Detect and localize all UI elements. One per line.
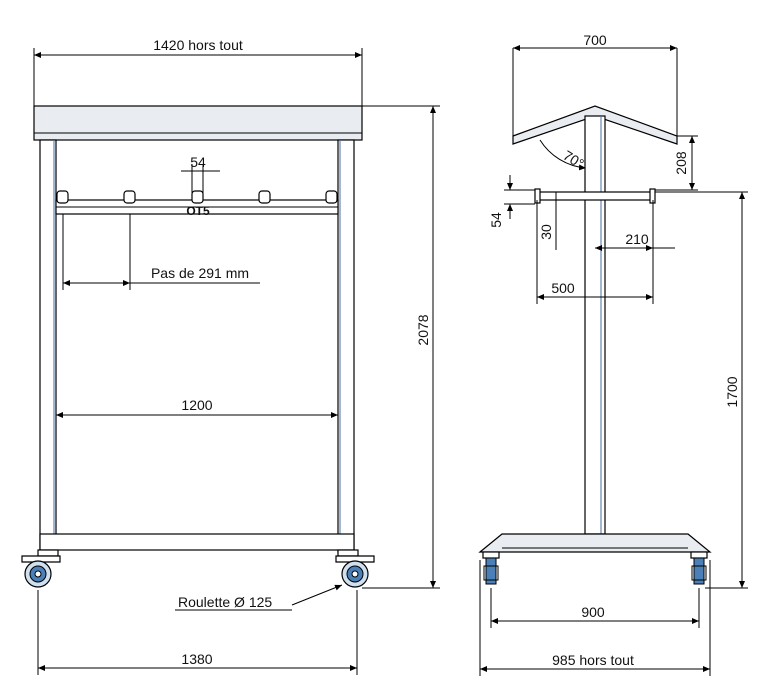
bar-thick-label: 30: [538, 224, 554, 240]
caster-word: Roulette: [178, 594, 230, 610]
pitch-label: Pas de 291 mm: [151, 265, 249, 281]
sloped-desk: [512, 105, 678, 145]
top-width-label: 700: [583, 32, 607, 48]
center-post: [584, 115, 606, 535]
caster-leader: [291, 584, 343, 606]
right-caster: [335, 549, 375, 588]
bottom-crossbar: [39, 533, 355, 551]
base-width-label: 900: [581, 604, 605, 620]
rise-label: 208: [673, 151, 689, 175]
side-bar: [536, 191, 654, 201]
hook: [191, 190, 204, 204]
front-view: 1420 hors tout 54 OT5 Pas de 291 mm: [21, 37, 440, 675]
caster-label: Roulette Ø 125: [178, 594, 272, 610]
base: [478, 533, 712, 553]
ref-label: OT5: [186, 204, 210, 218]
caster-diameter: Ø 125: [234, 594, 272, 610]
side-caster-left: [482, 551, 500, 585]
overall-depth-label: 985 hors tout: [552, 652, 634, 668]
rail-height-label: 1700: [724, 376, 740, 407]
wheelbase-label: 1380: [181, 651, 212, 667]
offset-label: 210: [625, 231, 649, 247]
inner-width-label: 1200: [181, 397, 212, 413]
hook: [56, 190, 69, 204]
left-caster: [21, 549, 61, 588]
height-label: 2078: [415, 314, 431, 345]
gap-label: 54: [190, 154, 206, 170]
desk-top: [33, 105, 363, 141]
side-caster-right: [690, 551, 708, 585]
hook: [325, 190, 338, 204]
bar-height-label: 54: [488, 212, 504, 228]
hook: [258, 190, 271, 204]
angle-arc: [539, 139, 587, 171]
overall-width-label: 1420 hors tout: [153, 37, 243, 53]
bar-width-label: 500: [551, 280, 575, 296]
side-view: 700 70° 208 54 30 210 5: [478, 32, 748, 676]
hook: [123, 190, 136, 204]
hooks: [56, 190, 338, 204]
